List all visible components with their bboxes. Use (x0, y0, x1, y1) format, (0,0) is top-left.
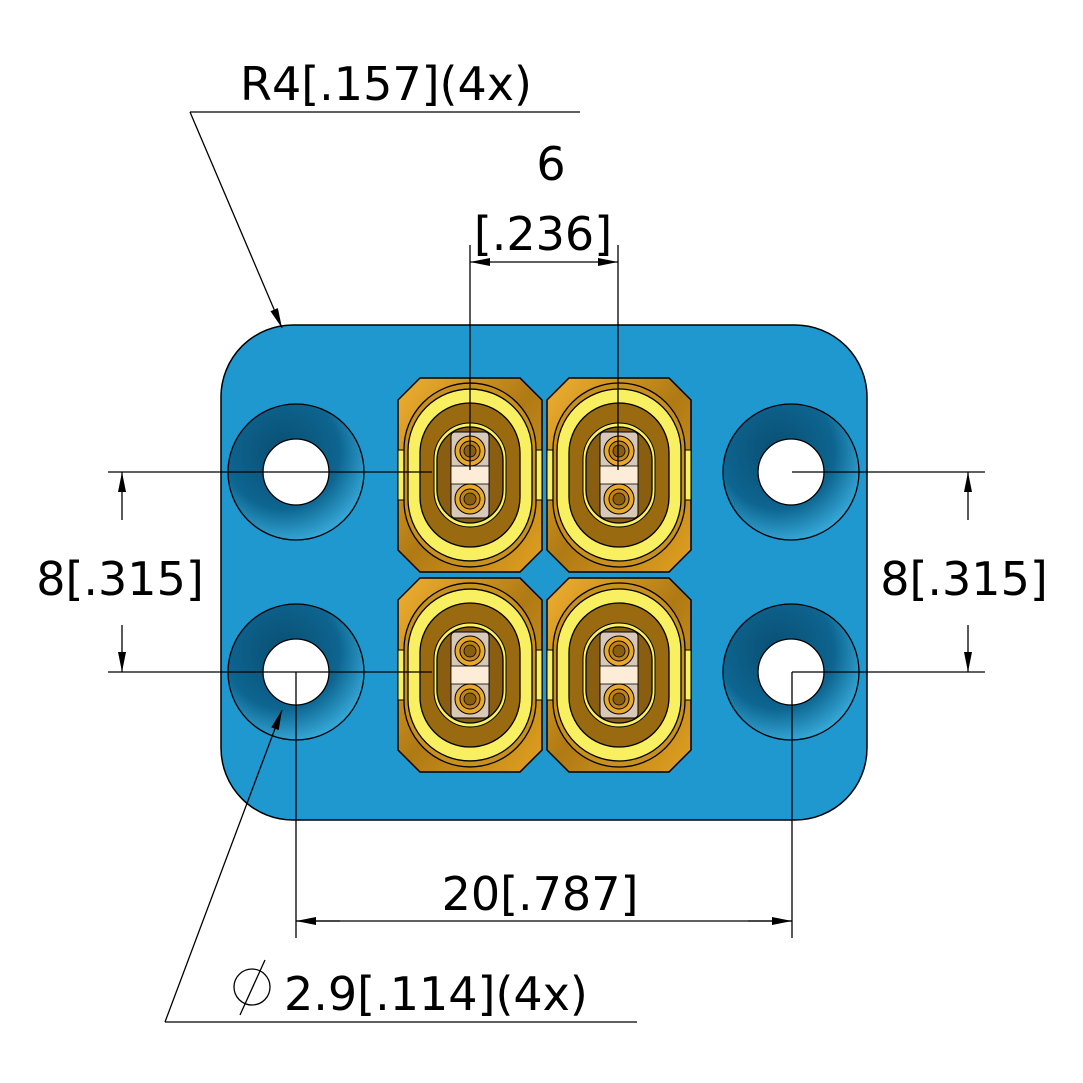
contact-pin (603, 683, 635, 715)
connector-bottom-right (546, 577, 692, 773)
vertical-dimension-right-label: 8[.315] (880, 552, 1048, 606)
connector-top-right (546, 377, 692, 573)
connector-bottom-left (397, 577, 543, 773)
vertical-dimension-left-label: 8[.315] (36, 552, 204, 606)
vertical-dimension-right (792, 471, 985, 673)
connector-top-left (397, 377, 543, 573)
contact-pin (603, 635, 635, 667)
vertical-dimension-left (108, 471, 432, 673)
radius-leader (189, 111, 580, 329)
insulator-bar (599, 465, 639, 485)
radius-note: R4[.157](4x) (240, 57, 532, 111)
pitch-dimension (469, 245, 619, 470)
contact-pin (454, 483, 486, 515)
horizontal-dimension-label: 20[.787] (442, 867, 639, 921)
pitch-in-label: [.236] (474, 207, 612, 261)
hole-leader (164, 709, 637, 1023)
insulator-bar (450, 665, 490, 685)
contact-pin (603, 483, 635, 515)
hole-note: 2.9[.114](4x) (284, 967, 588, 1021)
diameter-symbol-icon (233, 968, 271, 1006)
mounting-hole (722, 603, 860, 741)
horizontal-dimension (295, 672, 793, 938)
contact-pin (454, 635, 486, 667)
base-plate (220, 324, 868, 821)
contact-pin (454, 683, 486, 715)
pitch-mm-label: 6 (536, 137, 565, 191)
contact-pin (603, 435, 635, 467)
insulator-bar (599, 665, 639, 685)
